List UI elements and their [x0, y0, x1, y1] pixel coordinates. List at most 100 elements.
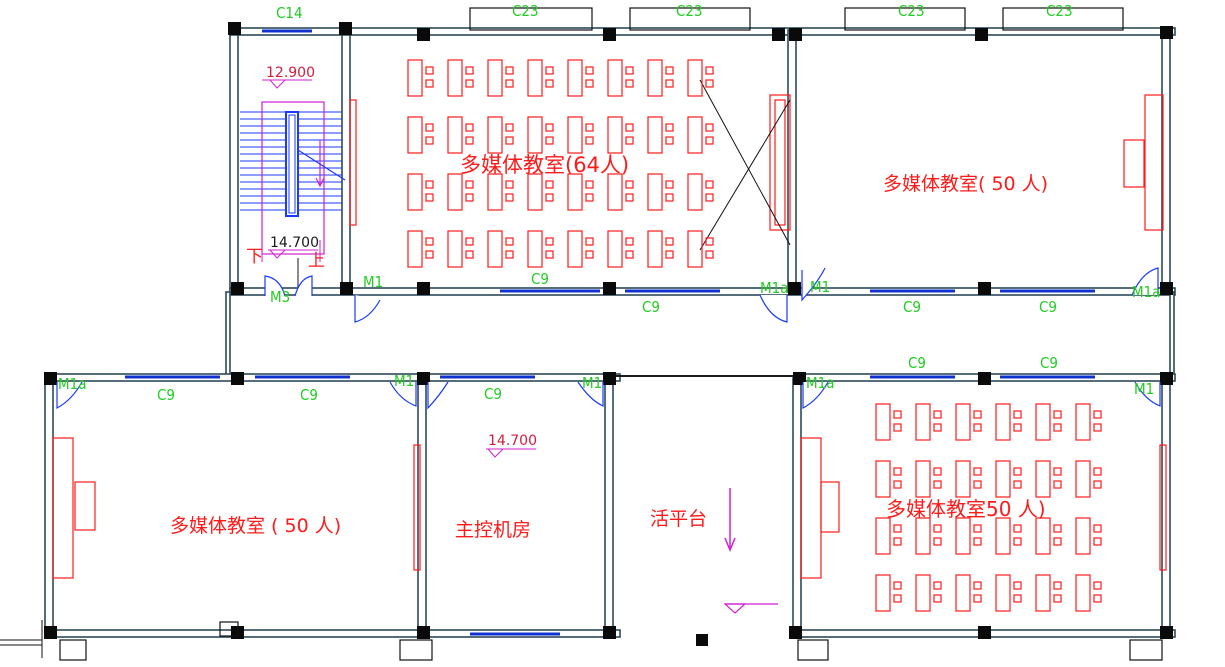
window-frame: [1129, 639, 1163, 661]
desk-unit: [567, 59, 594, 97]
stair: 下 上: [240, 101, 346, 290]
desk-unit: [607, 230, 634, 268]
column: [788, 282, 801, 295]
label-c9: C9: [300, 386, 318, 404]
column: [789, 626, 802, 639]
wall: [787, 29, 797, 293]
wall: [341, 29, 351, 293]
desk-unit: [1035, 460, 1062, 498]
label-m1a: M1a: [806, 374, 835, 392]
column: [417, 626, 430, 639]
desk-unit: [915, 403, 942, 441]
desk-unit: [607, 59, 634, 97]
column: [603, 626, 616, 639]
desk-unit: [447, 230, 474, 268]
door-swing: [56, 381, 83, 410]
label-m1: M1: [394, 372, 414, 390]
podium: [774, 99, 786, 226]
podium: [349, 99, 357, 226]
stair-up-label: 上: [308, 251, 325, 271]
desk-grid: [407, 59, 1102, 612]
label-m1a: M1a: [760, 279, 789, 297]
desk-unit: [647, 116, 674, 154]
desk-unit: [407, 116, 434, 154]
podium: [1123, 139, 1145, 188]
desk-unit: [875, 460, 902, 498]
desk-unit: [647, 59, 674, 97]
desk-unit: [915, 517, 942, 555]
desk-unit: [407, 230, 434, 268]
column: [978, 372, 991, 385]
desk-unit: [407, 59, 434, 97]
label-c23: C23: [512, 2, 539, 20]
stair-well-inner: [288, 114, 296, 214]
walls: [44, 27, 1176, 638]
desk-unit: [607, 173, 634, 211]
columns: [44, 22, 1173, 646]
desk-unit: [527, 173, 554, 211]
window-frame: [219, 621, 239, 637]
podium: [74, 481, 96, 531]
window-frame: [399, 639, 433, 661]
label-c9: C9: [1039, 298, 1057, 316]
label-m1a: M1a: [58, 375, 87, 393]
desk-unit: [995, 460, 1022, 498]
column: [417, 282, 430, 295]
door-swing: [427, 381, 449, 410]
label-m1: M1: [363, 273, 383, 291]
door-swing: [1134, 381, 1161, 407]
door-swing: [264, 275, 286, 297]
opening-labels: C14 C23 C23 C23 C23 M1 C9 C9 M1a M1 C9 C…: [58, 2, 1161, 404]
desk-unit: [527, 116, 554, 154]
furniture: [52, 79, 1167, 579]
label-m1: M1: [1134, 380, 1154, 398]
desk-unit: [1035, 517, 1062, 555]
column: [339, 22, 352, 35]
stair-well: [285, 111, 299, 217]
column: [603, 282, 616, 295]
desk-unit: [875, 403, 902, 441]
edge-marks: [0, 620, 43, 658]
wall: [225, 291, 231, 376]
wall: [604, 377, 614, 635]
label-c14: C14: [276, 4, 303, 22]
desk-unit: [955, 403, 982, 441]
door-swing: [354, 295, 381, 323]
stair-down-label: 下: [246, 247, 263, 267]
desk-unit: [995, 574, 1022, 612]
podium: [820, 481, 840, 533]
podium: [769, 94, 791, 231]
desk-unit: [487, 173, 514, 211]
column: [789, 28, 802, 41]
level-stair-landing: 14.700: [270, 235, 319, 251]
column: [44, 626, 57, 639]
desk-unit: [487, 59, 514, 97]
desk-unit: [875, 517, 902, 555]
label-c23: C23: [898, 2, 925, 20]
label-c9: C9: [157, 386, 175, 404]
door-swing: [759, 294, 788, 323]
door-swing: [1131, 267, 1159, 296]
window-frame: [629, 7, 751, 31]
label-m1: M1: [582, 374, 602, 392]
desk-unit: [447, 59, 474, 97]
window-frame: [1002, 7, 1124, 31]
desk-unit: [607, 116, 634, 154]
label-m1a: M1a: [1132, 283, 1161, 301]
desk-unit: [1075, 517, 1102, 555]
desk-unit: [567, 173, 594, 211]
column: [417, 28, 430, 41]
desk-unit: [647, 230, 674, 268]
label-c9: C9: [484, 385, 502, 403]
desk-unit: [687, 116, 714, 154]
window-frame: [797, 639, 829, 661]
wall: [792, 377, 802, 635]
wall: [229, 27, 1176, 36]
desk-unit: [1075, 403, 1102, 441]
desk-unit: [995, 403, 1022, 441]
windows: [59, 7, 1163, 661]
window-frame: [59, 639, 87, 661]
door-swing: [802, 381, 829, 410]
column: [1160, 282, 1173, 295]
